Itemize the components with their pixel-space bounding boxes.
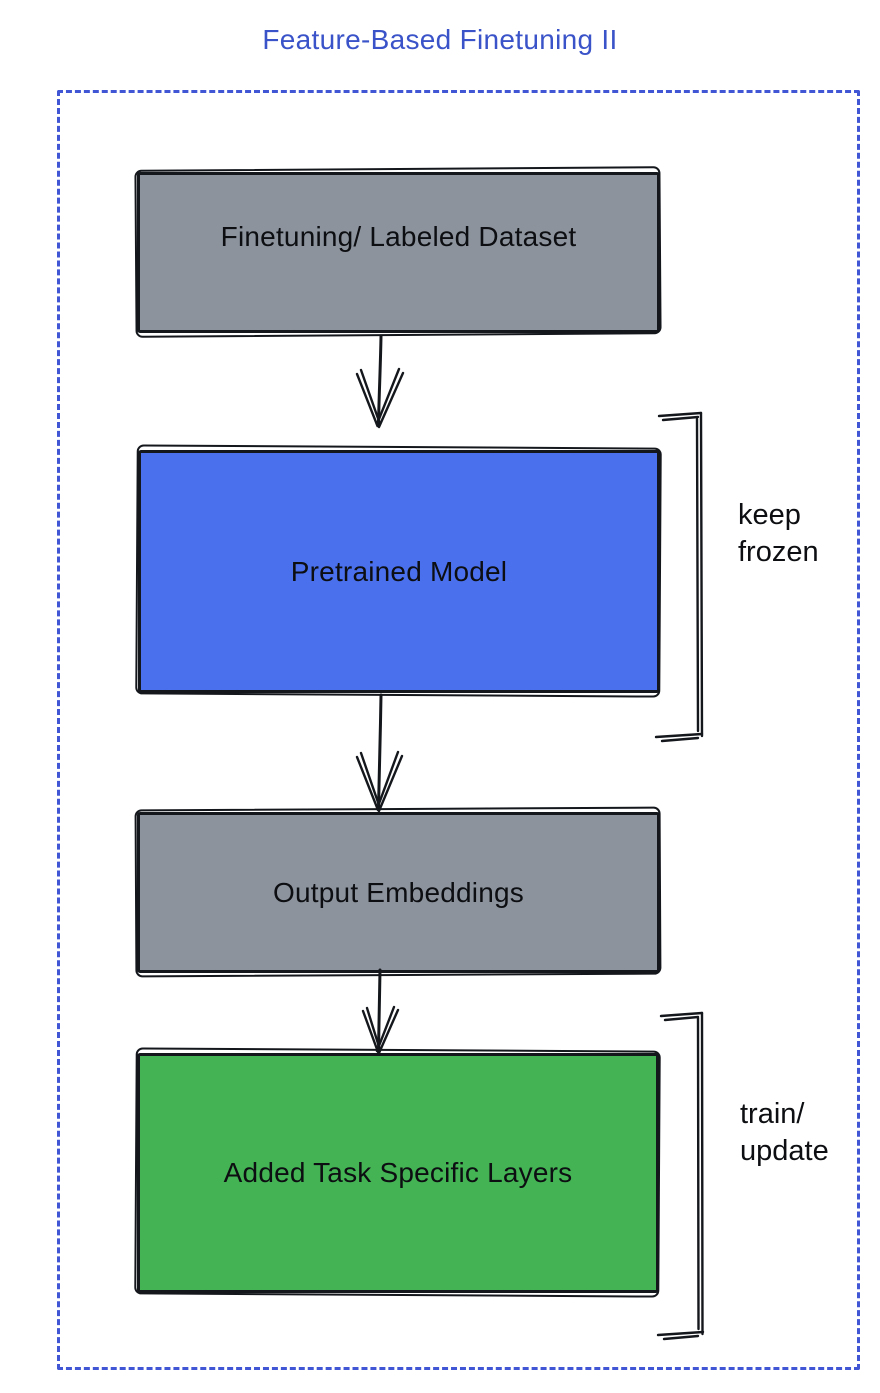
node-added-task-specific-layers: Added Task Specific Layers	[137, 1053, 659, 1293]
annotation-train-update-line1: train/	[740, 1098, 805, 1130]
node-label-finetuning-labeled-dataset: Finetuning/ Labeled Dataset	[220, 220, 577, 252]
diagram-dashed-frame	[57, 90, 860, 1370]
node-label-added-task-specific-layers: Added Task Specific Layers	[223, 1157, 573, 1188]
annotation-train-update: train/ update	[740, 1096, 829, 1170]
diagram-title: Feature-Based Finetuning II	[262, 24, 618, 55]
annotation-keep-frozen: keep frozen	[738, 497, 819, 571]
annotation-keep-frozen-line1: keep	[738, 499, 801, 531]
node-output-embeddings: Output Embeddings	[137, 812, 660, 973]
node-label-output-embeddings: Output Embeddings	[273, 876, 524, 908]
node-pretrained-model: Pretrained Model	[138, 450, 660, 693]
node-finetuning-labeled-dataset: Finetuning/ Labeled Dataset	[137, 172, 660, 333]
annotation-train-update-line2: update	[740, 1135, 829, 1167]
annotation-keep-frozen-line2: frozen	[738, 536, 819, 568]
node-label-pretrained-model: Pretrained Model	[290, 555, 508, 587]
